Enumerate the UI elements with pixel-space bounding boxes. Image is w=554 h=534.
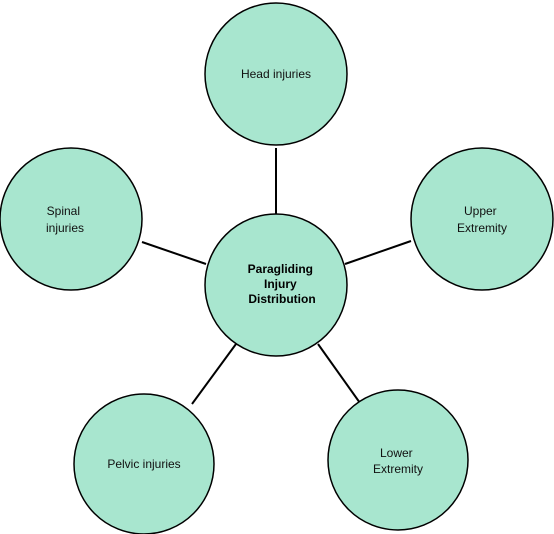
svg-text:Upper Extremity: Upper Extremity <box>457 204 507 235</box>
edge-spinal <box>141 241 207 265</box>
node-head-label-line-1: Head injuries <box>241 67 311 81</box>
svg-text:Head injuries: Head injuries <box>241 67 311 81</box>
node-pelvic-injuries: Pelvic injuries <box>73 393 215 534</box>
node-center: Paragliding Injury Distribution <box>204 213 348 357</box>
center-label-line-2: Injury <box>264 277 297 291</box>
svg-text:Spinal injuries: Spinal injuries <box>46 204 84 235</box>
edge-pelvic <box>191 343 237 405</box>
edge-upper <box>344 240 412 265</box>
node-pelvic-label-line-1: Pelvic injuries <box>107 457 180 471</box>
node-spinal-label-line-2: injuries <box>46 221 84 235</box>
node-upper-extremity: Upper Extremity <box>410 147 554 291</box>
node-upper-label-line-2: Extremity <box>457 221 507 235</box>
node-lower-label-line-1: Lower <box>380 446 413 460</box>
node-upper-label-line-1: Upper <box>464 204 497 218</box>
center-label-line-3: Distribution <box>248 292 315 306</box>
svg-text:Lower Extremity: Lower Extremity <box>373 446 423 476</box>
node-lower-label-line-2: Extremity <box>373 462 423 476</box>
node-spinal-label-line-1: Spinal <box>47 204 80 218</box>
svg-text:Paragliding Injury: Paragliding Injury Distribution <box>248 262 317 306</box>
center-label-line-1: Paragliding <box>248 262 313 276</box>
svg-text:Pelvic injuries: Pelvic injuries <box>107 457 180 471</box>
node-lower-extremity: Lower Extremity <box>327 389 469 531</box>
node-head: Head injuries <box>204 2 348 146</box>
edge-lower <box>317 343 361 404</box>
node-spinal-injuries: Spinal injuries <box>0 147 143 291</box>
